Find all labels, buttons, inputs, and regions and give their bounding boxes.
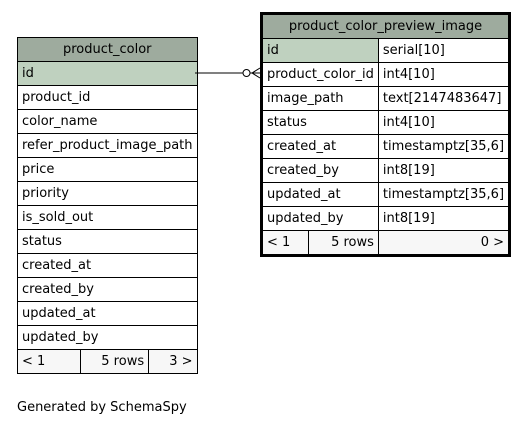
row-count: 5 rows [307,230,379,256]
row-count: 5 rows [79,349,150,374]
column-type: timestamptz[35,6] [377,134,511,159]
table-product-color[interactable]: product_color id product_id color_name r… [17,37,198,374]
table-product-color-preview-image[interactable]: product_color_preview_image id serial[10… [260,12,512,257]
column-price: price [17,157,198,182]
column-type: int8[19] [377,206,511,231]
children-count: 0 > [377,230,511,256]
column-updated-at: updated_at [261,182,379,207]
column-priority: priority [17,181,198,206]
zero-cardinality-circle [242,69,251,77]
table-title: product_color_preview_image [260,13,511,39]
column-created-by: created_by [17,277,198,302]
table-title: product_color [17,37,198,62]
column-type: int4[10] [377,62,511,87]
column-type: int8[19] [377,158,511,183]
generated-by-label: Generated by SchemaSpy [17,400,187,415]
column-type: timestamptz[35,6] [377,182,511,207]
children-count: 3 > [148,349,198,374]
crows-foot-lower [251,72,261,79]
column-status: status [17,229,198,254]
column-created-by: created_by [261,158,379,183]
parents-count: < 1 [17,349,81,374]
column-updated-by: updated_by [261,206,379,231]
column-created-at: created_at [17,253,198,278]
parents-count: < 1 [261,230,309,256]
column-type: int4[10] [377,110,511,135]
column-id: id [17,61,198,86]
column-product-id: product_id [17,85,198,110]
crows-foot-upper [251,67,261,74]
column-updated-by: updated_by [17,325,198,350]
column-id: id [261,38,379,63]
